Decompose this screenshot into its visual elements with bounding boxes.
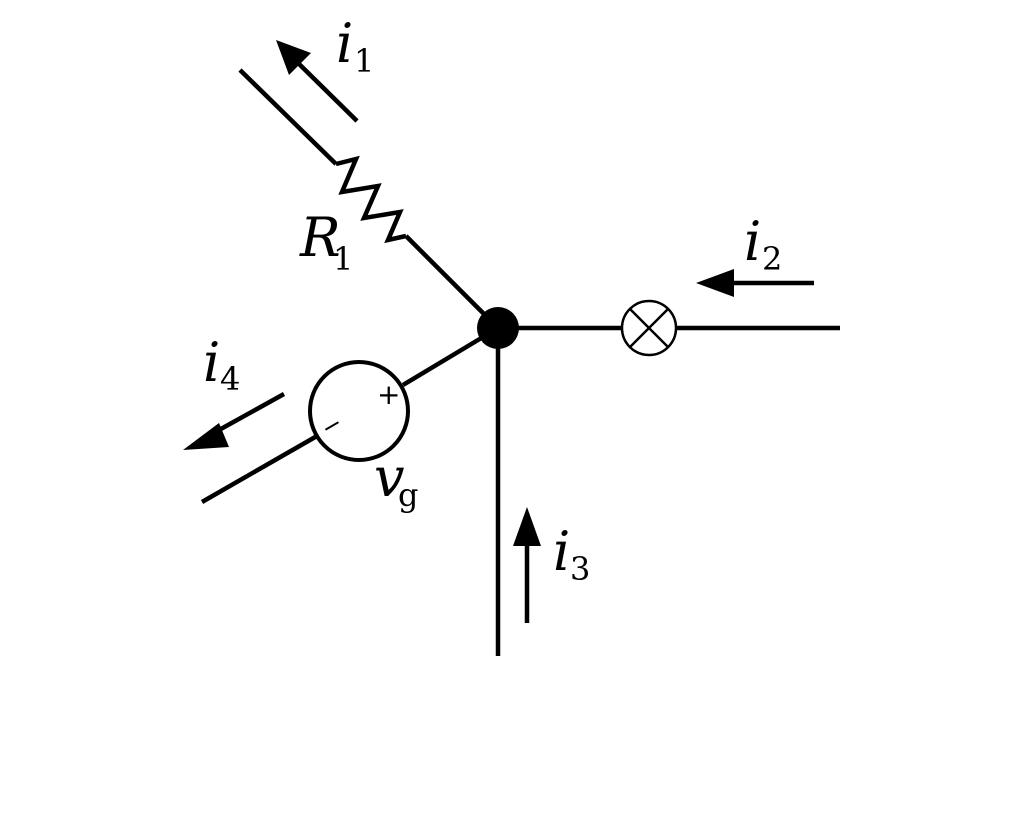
label-r1: R 1 <box>299 206 353 278</box>
svg-text:i: i <box>744 210 761 273</box>
svg-text:i: i <box>553 520 570 583</box>
source-plus-sign: + <box>377 378 400 411</box>
wire-source-to-outer <box>200 434 319 504</box>
wire-upper-left-outer <box>238 68 338 166</box>
arrow-i2 <box>696 269 814 297</box>
junction-node-icon <box>477 307 519 349</box>
label-vg: v g <box>374 446 418 514</box>
label-i2: i 2 <box>744 210 782 278</box>
resistor-r1 <box>335 155 407 244</box>
svg-text:1: 1 <box>354 42 374 80</box>
svg-text:i: i <box>203 331 220 394</box>
arrow-i3 <box>513 507 541 623</box>
arrow-i1 <box>276 40 359 123</box>
branch-resistor <box>238 68 500 330</box>
label-i3: i 3 <box>553 520 590 588</box>
svg-text:4: 4 <box>220 360 240 398</box>
label-i1: i 1 <box>336 12 374 80</box>
svg-text:i: i <box>336 12 353 75</box>
svg-text:R: R <box>299 206 341 269</box>
svg-text:v: v <box>374 446 405 509</box>
voltage-source-icon <box>308 360 410 462</box>
wire-resistor-to-node <box>404 234 500 330</box>
svg-text:3: 3 <box>570 550 590 588</box>
svg-text:g: g <box>398 476 418 514</box>
svg-text:2: 2 <box>762 240 782 278</box>
lamp-icon <box>620 299 678 357</box>
arrow-i4 <box>183 392 286 450</box>
svg-text:1: 1 <box>333 240 353 278</box>
label-i4: i 4 <box>203 331 240 398</box>
